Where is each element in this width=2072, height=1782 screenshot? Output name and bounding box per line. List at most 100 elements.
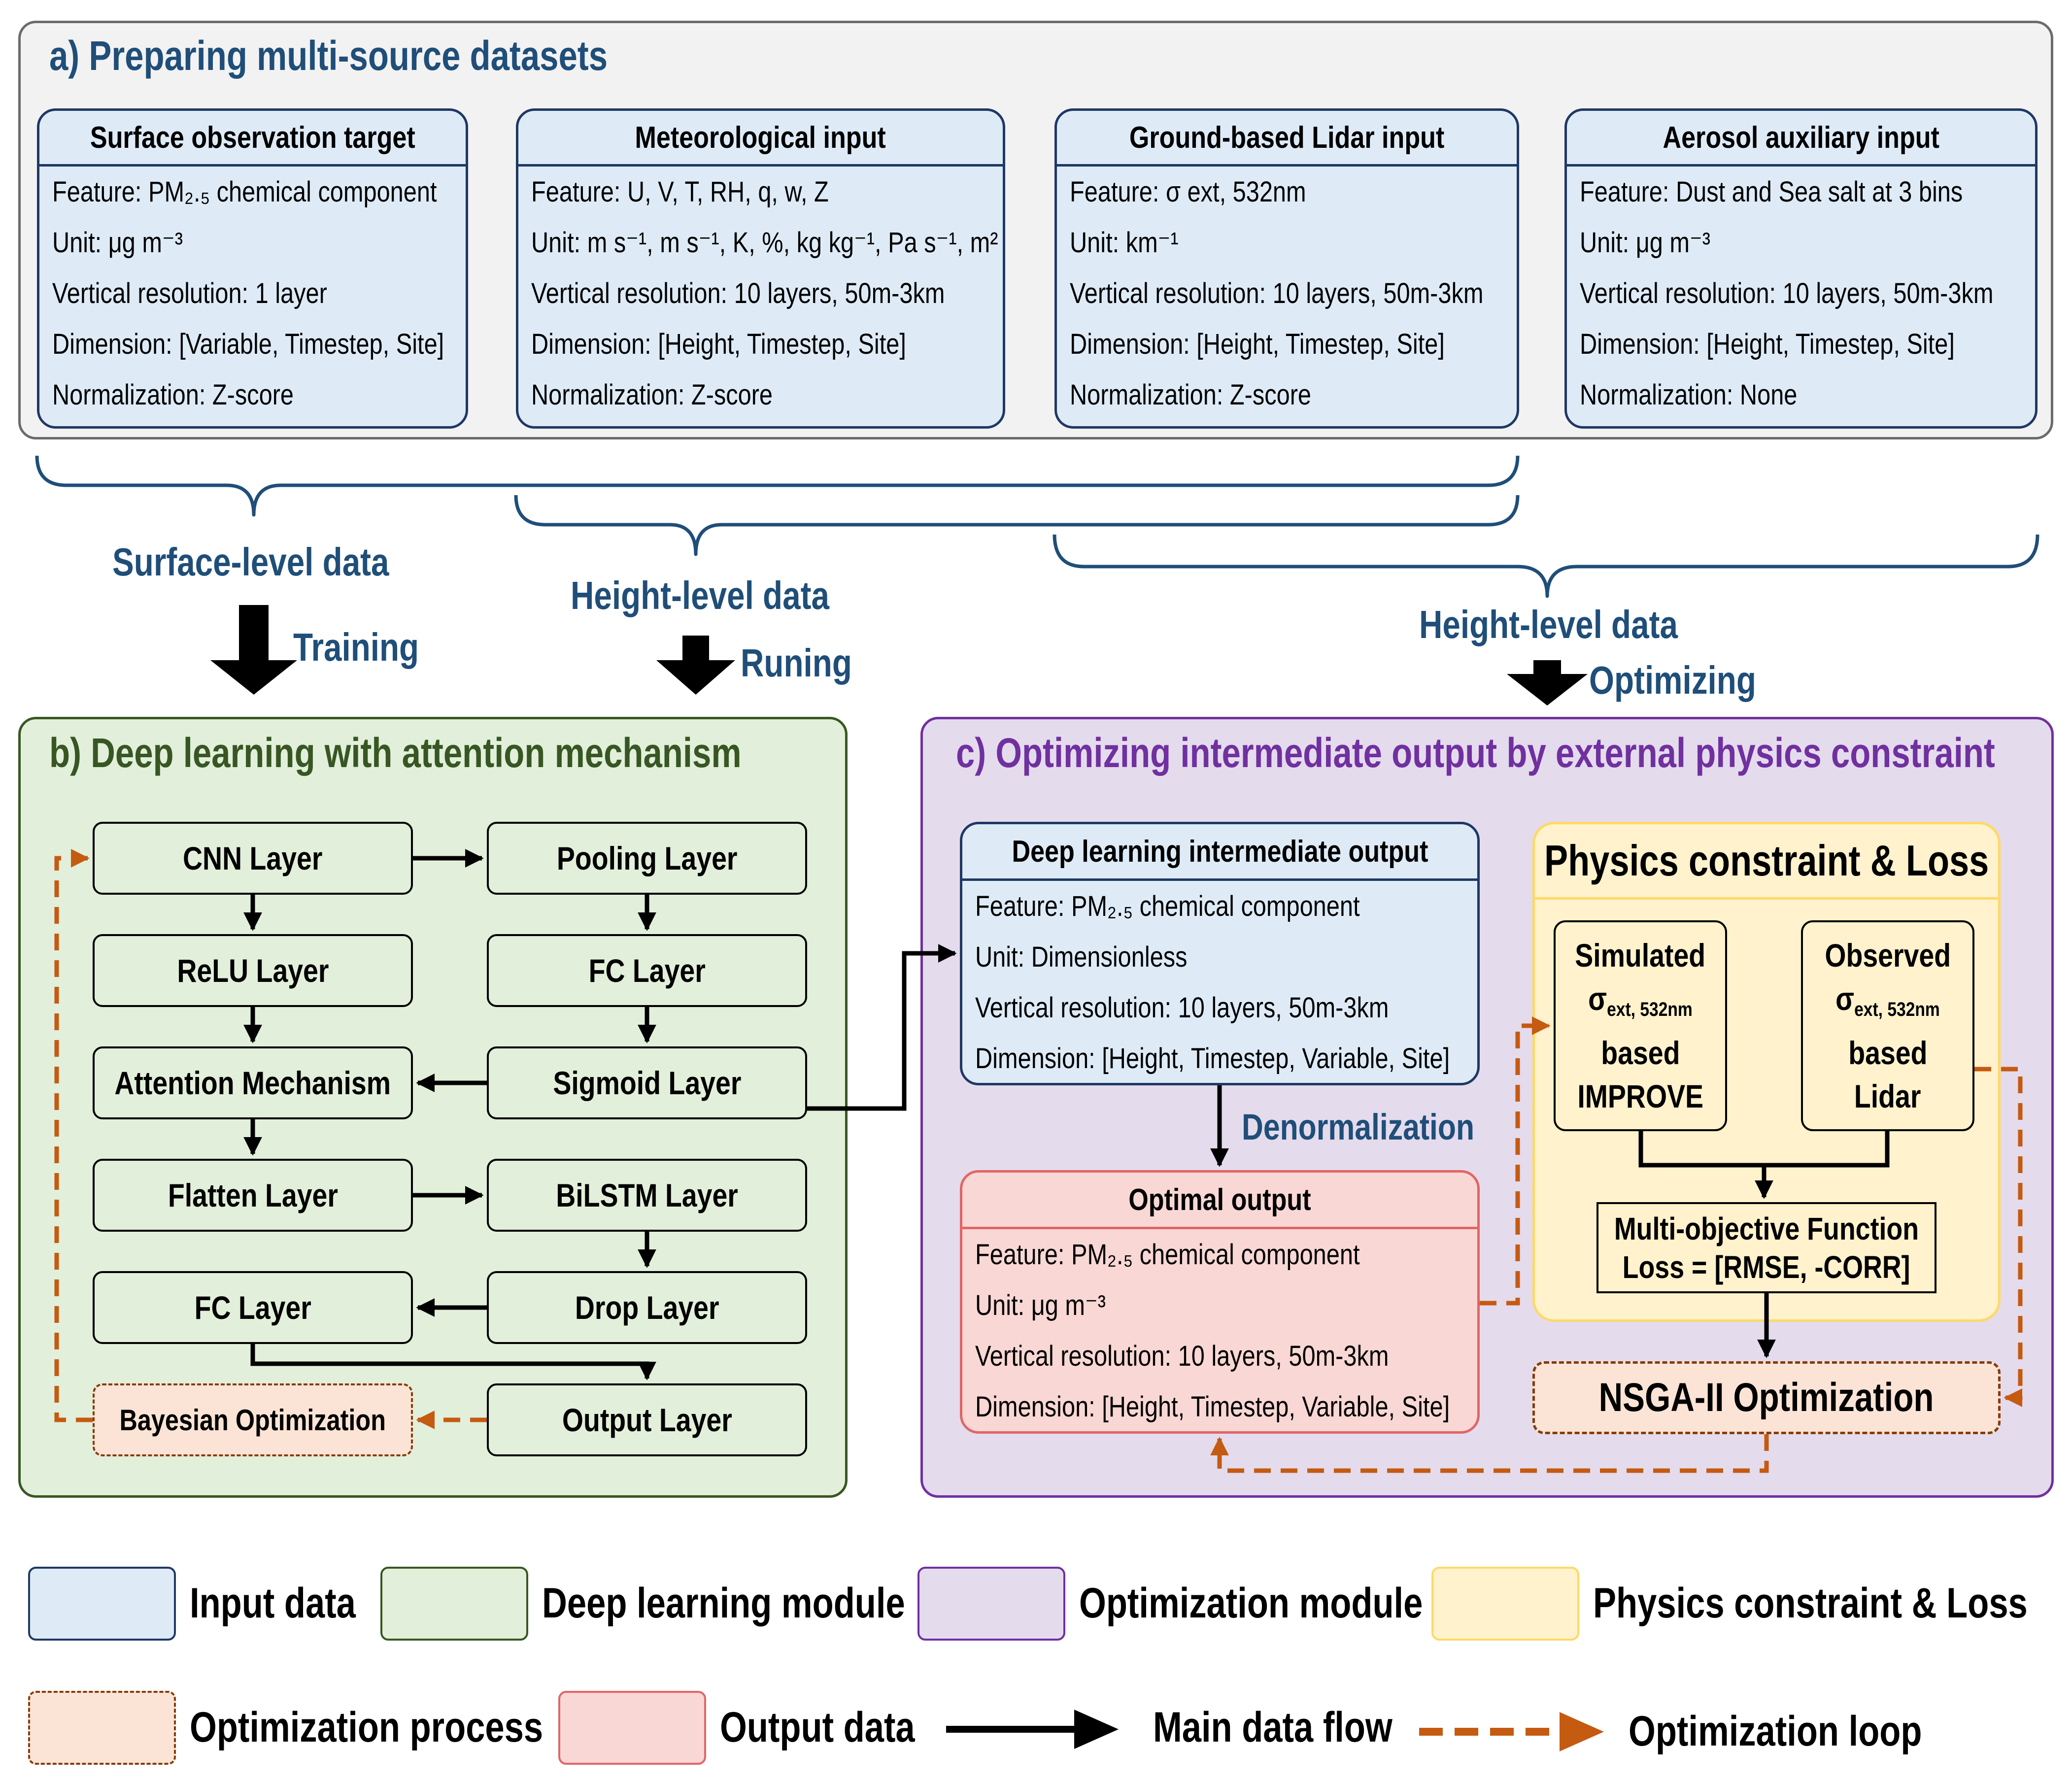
card-row: Unit: m s⁻¹, m s⁻¹, K, %, kg kg⁻¹, Pa s⁻… [531,227,1005,259]
label-running: Runing [741,641,852,685]
arrow-training [210,605,297,695]
mof-line: Multi-objective Function [1614,1210,1919,1246]
label-height-level-data-1: Height-level data [571,573,829,617]
observed-line: Lidar [1854,1078,1921,1114]
legend-label-optimization-loop: Optimization loop [1629,1708,1922,1755]
simulated-line: IMPROVE [1577,1078,1703,1114]
legend-label-output-data: Output data [720,1704,915,1751]
card-row: Feature: PM₂.₅ chemical component [975,890,1360,922]
card-surface-observation: Surface observation target Feature: PM₂.… [37,108,468,429]
physics-title: Physics constraint & Loss [1544,836,1989,885]
sigmoid-layer: Sigmoid Layer [487,1046,807,1119]
drop-layer: Drop Layer [487,1271,807,1344]
card-title: Optimal output [1128,1182,1311,1217]
card-row: Vertical resolution: 10 layers, 50m-3km [1070,277,1484,309]
card-title: Surface observation target [90,120,415,155]
card-title: Aerosol auxiliary input [1663,120,1939,155]
label-optimizing: Optimizing [1589,658,1756,702]
flatten-layer: Flatten Layer [93,1159,413,1232]
arrow-fc-output [250,1344,656,1380]
bayesian-optimization: Bayesian Optimization [93,1383,413,1456]
card-row: Normalization: Z-score [531,379,773,411]
card-row: Feature: PM₂.₅ chemical component [52,176,437,208]
legend-label-optimization-module: Optimization module [1079,1580,1423,1627]
simulated-sigma: σext, 532nm [1588,980,1693,1020]
bilstm-layer: BiLSTM Layer [487,1159,807,1232]
observed-line: Observed [1825,937,1951,974]
card-row: Dimension: [Height, Timestep, Site] [1070,328,1445,360]
card-row: Feature: U, V, T, RH, q, w, Z [531,176,829,208]
observed-sigma: σext, 532nm [1835,980,1940,1020]
brace-height-1 [514,495,1520,556]
mof-line: Loss = [RMSE, -CORR] [1623,1249,1910,1285]
label-surface-level-data: Surface-level data [112,540,389,584]
card-row: Unit: km⁻¹ [1070,227,1179,259]
label-height-level-data-2: Height-level data [1419,603,1678,646]
label-denormalization: Denormalization [1242,1107,1475,1147]
label-training: Training [293,625,419,669]
brace-surface [35,455,1520,517]
legend-swatch-optimization-module [917,1567,1065,1641]
output-layer: Output Layer [487,1383,807,1456]
legend-swatch-input-data [28,1567,176,1641]
card-optimal-output: Optimal output Feature: PM₂.₅ chemical c… [960,1170,1480,1434]
nsga-ii-optimization: NSGA-II Optimization [1532,1361,2001,1434]
panel-b-title: b) Deep learning with attention mechanis… [49,730,742,776]
card-row: Feature: Dust and Sea salt at 3 bins [1580,176,1963,208]
card-title: Ground-based Lidar input [1129,120,1445,155]
legend-swatch-physics-constraint [1431,1567,1579,1641]
brace-height-2 [1053,534,2039,598]
loop-optimal-simulated [1480,1016,1551,1306]
card-row: Dimension: [Height, Timestep, Site] [1580,328,1955,360]
card-aerosol-input: Aerosol auxiliary input Feature: Dust an… [1564,108,2038,429]
simulated-box: Simulated σext, 532nm based IMPROVE [1554,920,1727,1131]
card-row: Vertical resolution: 10 layers, 50m-3km [975,1340,1389,1372]
card-intermediate-output: Deep learning intermediate output Featur… [960,822,1480,1085]
card-row: Vertical resolution: 10 layers, 50m-3km [975,992,1389,1024]
card-lidar-input: Ground-based Lidar input Feature: σ ext,… [1054,108,1519,429]
legend-arrow-optimization-loop [1419,1712,1604,1751]
card-row: Vertical resolution: 1 layer [52,277,327,309]
card-title: Meteorological input [635,120,886,155]
card-row: Feature: PM₂.₅ chemical component [975,1239,1360,1271]
card-row: Normalization: None [1580,379,1798,411]
card-row: Unit: μg m⁻³ [1580,227,1710,259]
panel-c-title: c) Optimizing intermediate output by ext… [956,730,1995,776]
card-row: Dimension: [Height, Timestep, Variable, … [975,1391,1450,1423]
observed-line: based [1848,1035,1928,1071]
fc-layer-1: FC Layer [487,934,807,1007]
card-row: Unit: Dimensionless [975,941,1188,973]
simulated-line: Simulated [1575,937,1706,974]
legend-label-deep-learning: Deep learning module [542,1580,905,1627]
legend-arrow-main-flow [946,1710,1119,1749]
arrow-sim-obs-to-mof [1638,1131,1890,1197]
pooling-layer: Pooling Layer [487,822,807,895]
card-row: Vertical resolution: 10 layers, 50m-3km [1580,277,1994,309]
legend-label-physics-constraint: Physics constraint & Loss [1593,1580,2028,1627]
card-row: Dimension: [Variable, Timestep, Site] [52,328,444,360]
card-meteorological-input: Meteorological input Feature: U, V, T, R… [516,108,1005,429]
arrow-optimizing [1507,660,1588,706]
card-row: Vertical resolution: 10 layers, 50m-3km [531,277,945,309]
legend-label-main-data-flow: Main data flow [1153,1704,1393,1751]
card-row: Unit: μg m⁻³ [975,1289,1106,1321]
loop-observed-nsga [1974,1067,2023,1407]
card-row: Dimension: [Height, Timestep, Variable, … [975,1042,1450,1075]
cnn-layer: CNN Layer [93,822,413,895]
legend-swatch-optimization-process [28,1691,176,1765]
card-row: Dimension: [Height, Timestep, Site] [531,328,906,360]
card-row: Normalization: Z-score [1070,379,1312,411]
card-row: Unit: μg m⁻³ [52,227,183,259]
panel-a-title: a) Preparing multi-source datasets [49,33,608,79]
relu-layer: ReLU Layer [93,934,413,1007]
loop-nsga-optimal [1210,1434,1769,1473]
card-row: Feature: σ ext, 532nm [1070,176,1306,208]
legend-swatch-output-data [558,1691,706,1765]
multi-objective-function: Multi-objective Function Loss = [RMSE, -… [1596,1202,1936,1293]
legend-label-optimization-process: Optimization process [190,1704,543,1751]
attention-mechanism: Attention Mechanism [93,1046,413,1119]
loop-bayes-cnn [54,849,93,1422]
arrow-running [656,636,735,695]
